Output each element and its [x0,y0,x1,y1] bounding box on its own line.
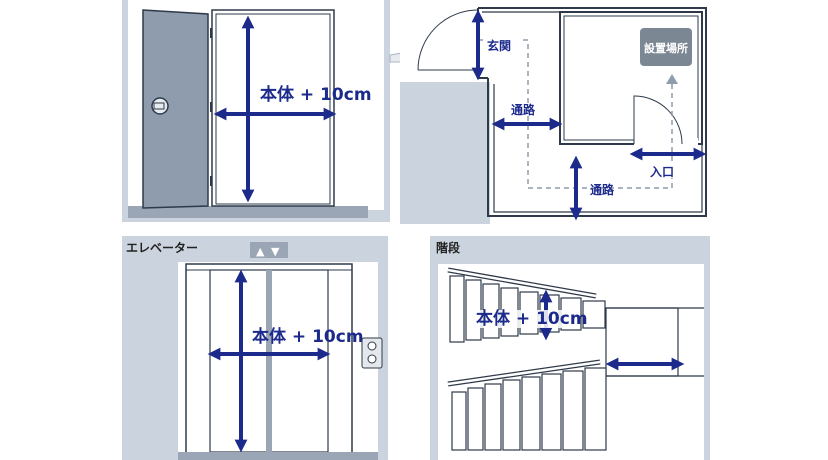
entrance-label-bg [485,36,519,52]
elevator-floor [178,452,378,460]
stairs-label-bg [474,310,574,328]
stairs-size-label: 本体 + 10cm [476,308,588,329]
door-opening [211,9,335,207]
elevator-door-seam [266,270,272,452]
route-arrowhead [666,74,678,84]
entrance-area [400,0,486,78]
install-location-box [640,28,692,66]
passage-label-2: 通路 [590,182,615,197]
entrance-label: 玄関 [487,38,511,53]
floor-indicator [250,242,288,258]
door-leaf [142,9,209,209]
room-doorway-gap [634,138,698,148]
entry-label: 入口 [650,165,674,179]
stairs-title: 階段 [436,240,461,255]
install-location-label: 設置場所 [644,41,688,55]
door-size-label: 本体 + 10cm [260,84,372,105]
entrance-door-swing [417,9,479,71]
room-door-swing [633,95,683,145]
call-button-panel [361,337,383,369]
lower-handrail-highlight [447,360,601,386]
install-room-inner [563,15,699,141]
call-button-up [367,341,377,351]
call-button-down [367,354,377,364]
floor-plan: 設置場所 玄関 通路 通路 入口 [400,0,710,224]
elevator-size-label: 本体 + 10cm [252,326,364,347]
lower-stair-flight [451,367,607,451]
indicator-down-icon: ▼ [271,245,280,258]
door-panel: 本体 + 10cm [122,0,390,222]
upper-handrail-highlight [447,268,597,298]
indicator-up-icon: ▲ [256,245,265,258]
entry-label-bg [646,162,684,178]
passage-label-1: 通路 [511,102,536,117]
door-floor [128,206,368,218]
elevator-panel: エレベーター ▲ ▼ 本体 + 10cm [122,236,388,460]
door-knob-base [153,102,165,110]
elevator-title: エレベーター [126,241,198,255]
stairs-panel: 階段 [430,236,710,460]
